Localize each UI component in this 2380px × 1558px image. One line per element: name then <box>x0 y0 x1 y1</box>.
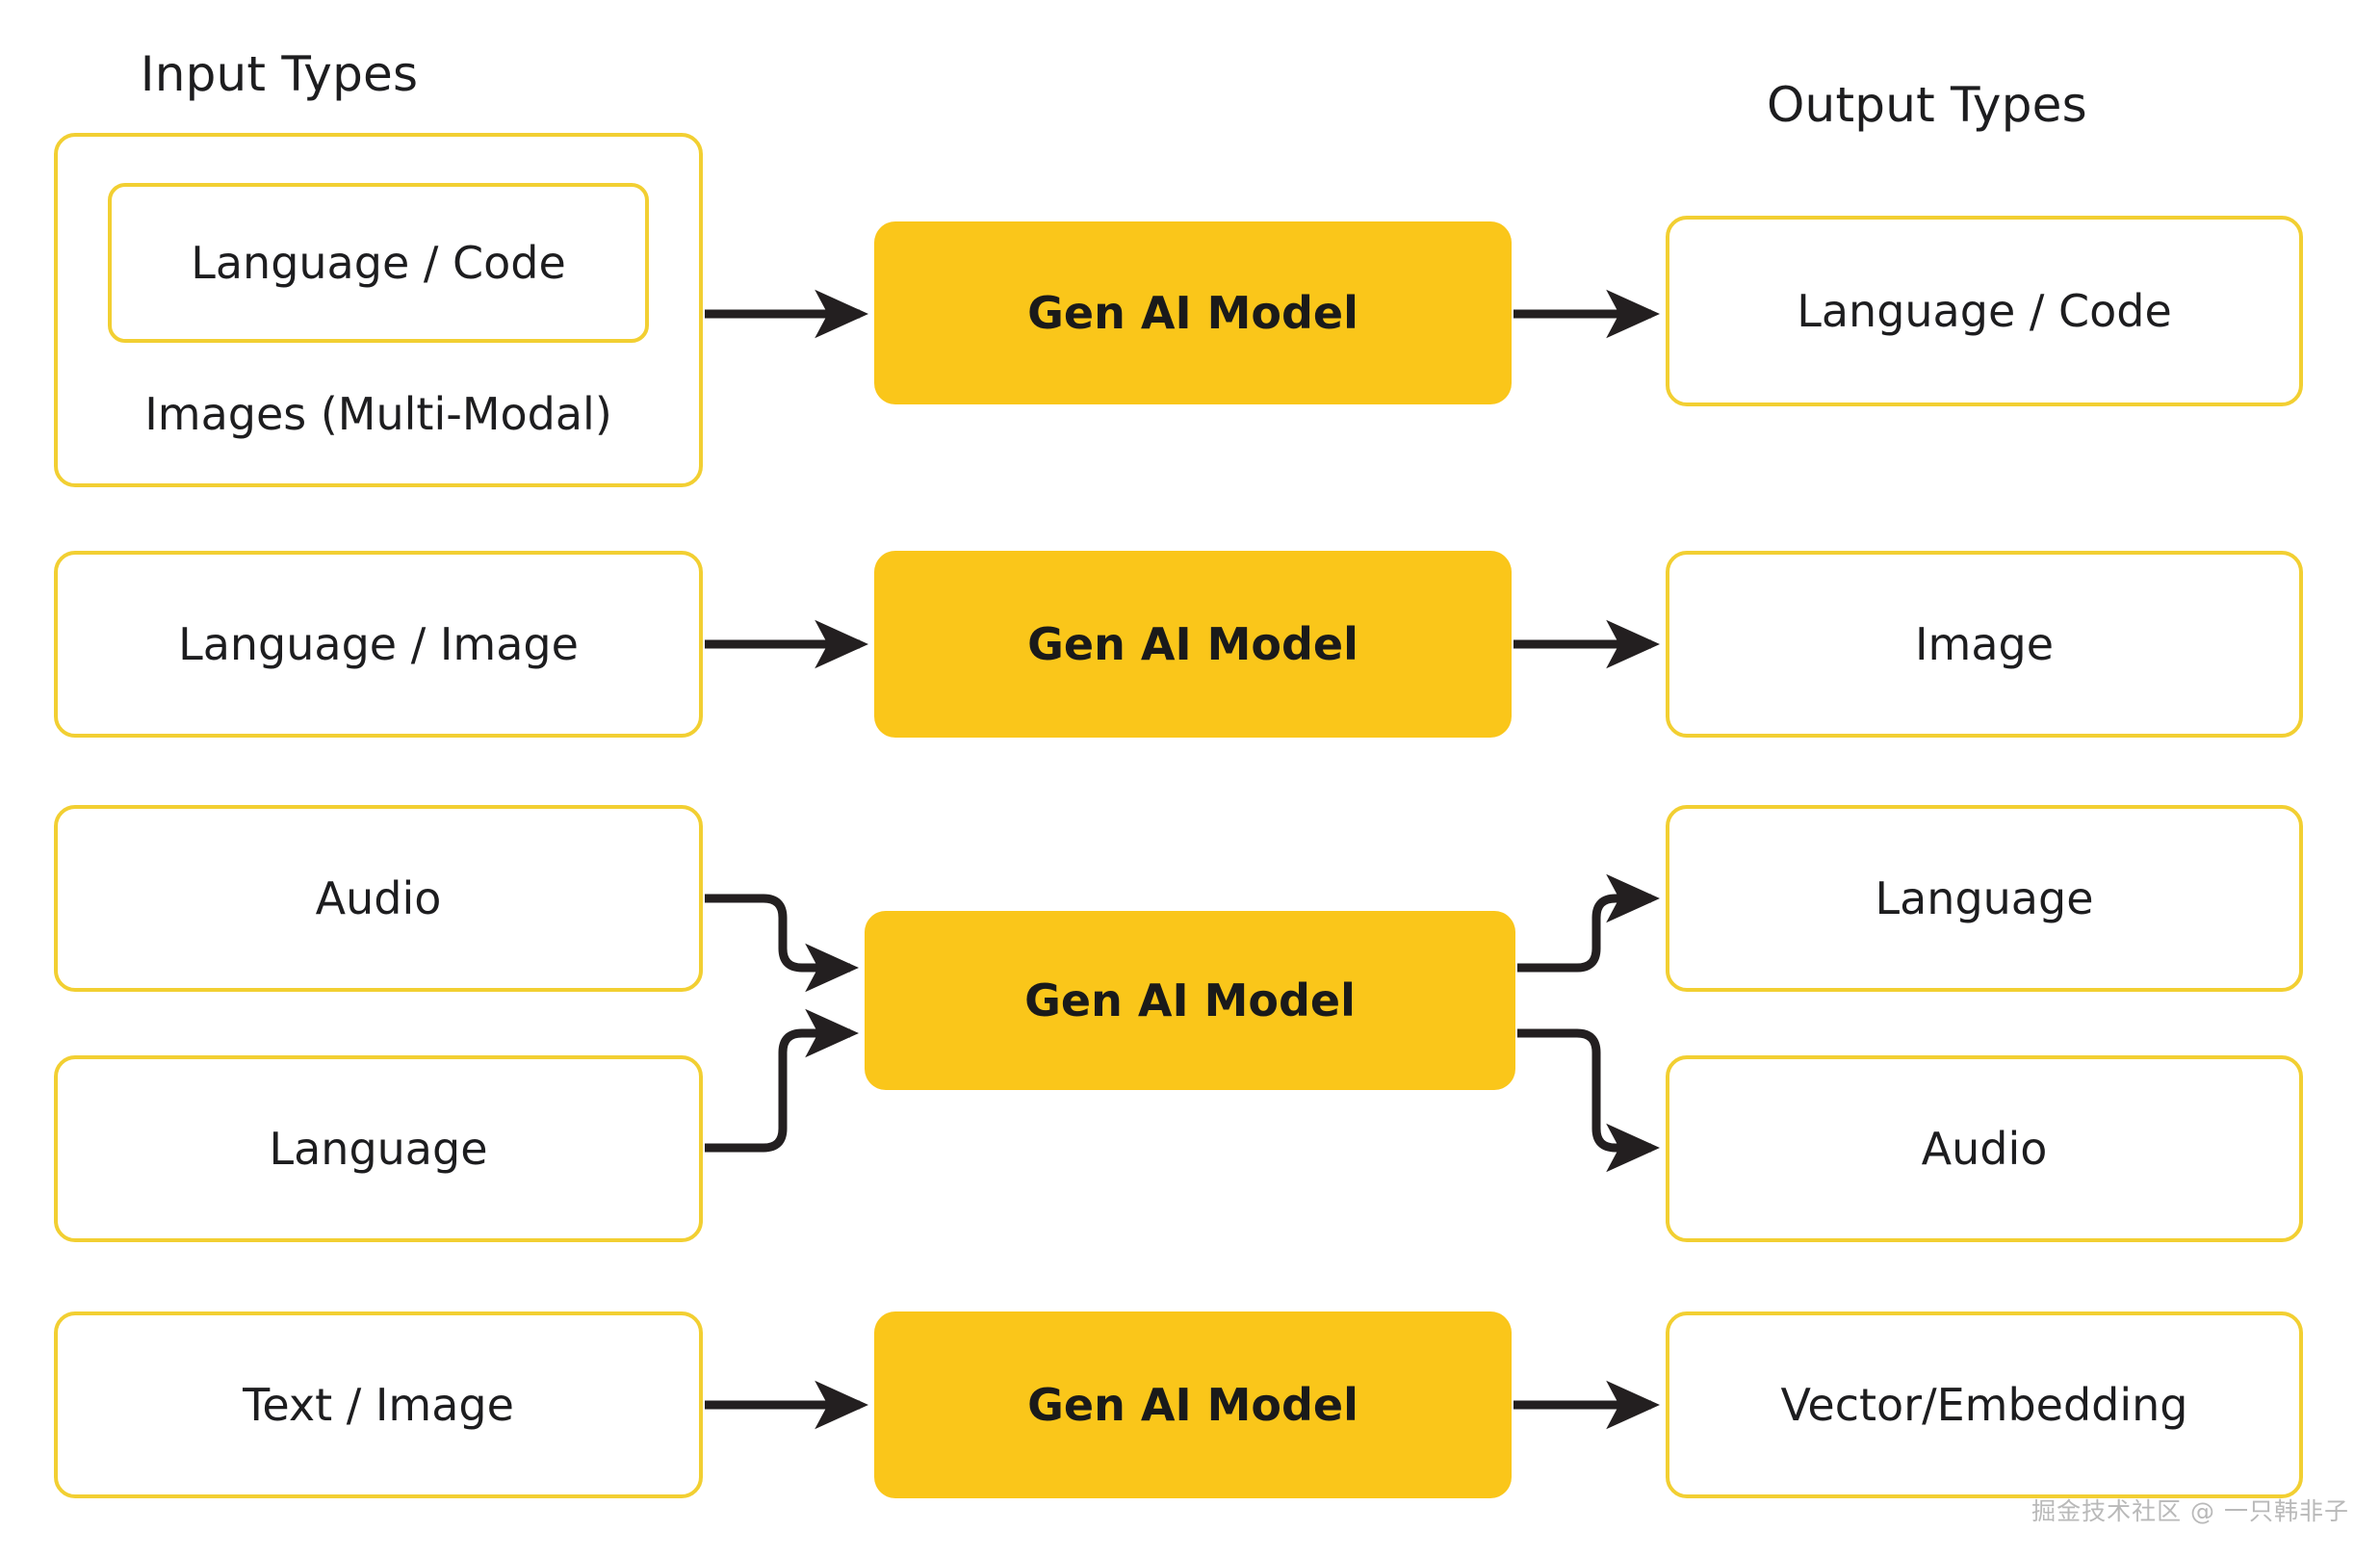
input-label-language-code: Language / Code <box>191 237 566 289</box>
input-label-language: Language <box>269 1123 488 1175</box>
output-box-audio[interactable]: Audio <box>1666 1055 2303 1242</box>
model-box-row-2[interactable]: Gen AI Model <box>874 551 1512 738</box>
input-types-header: Input Types <box>140 46 419 102</box>
output-label-language-code: Language / Code <box>1797 285 2172 337</box>
output-label-image: Image <box>1914 618 2055 670</box>
output-label-audio: Audio <box>1921 1123 2048 1175</box>
input-box-language-image[interactable]: Language / Image <box>54 551 703 738</box>
input-box-audio[interactable]: Audio <box>54 805 703 992</box>
arrow-model-to-language <box>1517 873 1661 973</box>
watermark: 掘金技术社区 @ 一只韩非子 <box>2031 1497 2349 1525</box>
model-label-row-3: Gen AI Model <box>1024 974 1356 1026</box>
model-box-row-3[interactable]: Gen AI Model <box>865 911 1515 1090</box>
output-label-vector-embedding: Vector/Embedding <box>1780 1379 2188 1431</box>
input-box-language-code[interactable]: Language / Code <box>108 183 649 343</box>
output-box-vector-embedding[interactable]: Vector/Embedding <box>1666 1311 2303 1498</box>
arrow-language-to-model <box>705 1008 860 1153</box>
input-box-language[interactable]: Language <box>54 1055 703 1242</box>
output-box-language[interactable]: Language <box>1666 805 2303 992</box>
input-label-audio: Audio <box>315 872 442 924</box>
input-label-images-multimodal: Images (Multi-Modal) <box>144 388 612 440</box>
input-label-language-image: Language / Image <box>178 618 579 670</box>
output-box-language-code[interactable]: Language / Code <box>1666 216 2303 406</box>
input-box-text-image[interactable]: Text / Image <box>54 1311 703 1498</box>
arrow-model-to-audio <box>1517 1028 1661 1173</box>
model-label-row-4: Gen AI Model <box>1027 1379 1358 1431</box>
model-box-row-1[interactable]: Gen AI Model <box>874 221 1512 404</box>
model-box-row-4[interactable]: Gen AI Model <box>874 1311 1512 1498</box>
model-label-row-1: Gen AI Model <box>1027 287 1358 339</box>
output-box-image[interactable]: Image <box>1666 551 2303 738</box>
input-label-text-image: Text / Image <box>243 1379 514 1431</box>
input-label-images-multimodal-wrap: Images (Multi-Modal) <box>108 385 649 443</box>
arrow-audio-to-model <box>705 894 860 993</box>
model-label-row-2: Gen AI Model <box>1027 618 1358 670</box>
output-types-header: Output Types <box>1767 77 2087 133</box>
output-label-language: Language <box>1875 872 2094 924</box>
